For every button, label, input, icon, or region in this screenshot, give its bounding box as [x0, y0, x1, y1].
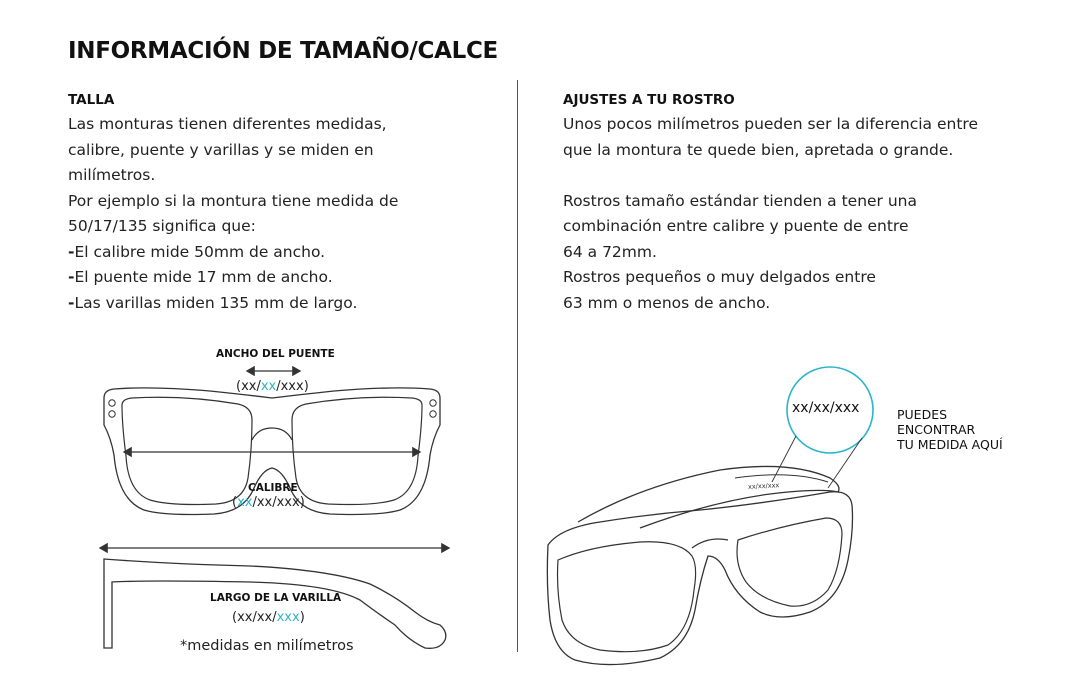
- code-highlight: xxx: [276, 610, 300, 625]
- talla-text: Las monturas tienen diferentes medidas, …: [68, 112, 398, 316]
- code-part: /xxx): [276, 379, 309, 394]
- ajustes-line: 63 mm o menos de ancho.: [563, 293, 771, 312]
- code-highlight: xx: [260, 379, 277, 394]
- find-size-here-label: PUEDES ENCONTRAR TU MEDIDA AQUÍ: [897, 407, 1003, 452]
- talla-line: Las monturas tienen diferentes medidas,: [68, 115, 387, 133]
- find-here-line: ENCONTRAR: [897, 422, 976, 437]
- calibre-code: (xx/xx/xxx): [232, 495, 305, 510]
- bullet-text: Las varillas miden 135 mm de largo.: [74, 293, 358, 312]
- bullet-dash: -: [68, 268, 75, 286]
- ajustes-line: Rostros tamaño estándar tienden a tener …: [563, 191, 917, 210]
- talla-bullet: -El puente mide 17 mm de ancho.: [68, 265, 398, 291]
- ajustes-line: 64 a 72mm.: [563, 242, 657, 261]
- bullet-text: El puente mide 17 mm de ancho.: [74, 268, 333, 286]
- bullet-dash: -: [68, 242, 75, 261]
- ajustes-heading: AJUSTES A TU ROSTRO: [563, 92, 735, 108]
- temple-label: LARGO DE LA VARILLA: [210, 592, 342, 604]
- code-part: ): [299, 610, 305, 625]
- code-part: (xx/xx/: [232, 610, 277, 625]
- find-here-line: TU MEDIDA AQUÍ: [897, 437, 1003, 452]
- bridge-code: (xx/xx/xxx): [236, 379, 309, 394]
- code-part: (: [232, 495, 238, 510]
- talla-heading: TALLA: [68, 92, 115, 108]
- bullet-dash: -: [68, 293, 75, 312]
- ajustes-line: combinación entre calibre y puente de en…: [563, 217, 909, 235]
- talla-line: 50/17/135 significa que:: [68, 217, 256, 235]
- talla-line: calibre, puente y varillas y se miden en: [68, 140, 374, 159]
- bullet-text: El calibre mide 50mm de ancho.: [74, 242, 326, 261]
- code-part: /xx/xxx): [252, 495, 305, 510]
- code-highlight: xx: [237, 495, 253, 510]
- talla-line: Por ejemplo si la montura tiene medida d…: [68, 191, 399, 210]
- code-part: (xx/: [236, 379, 261, 394]
- calibre-label: CALIBRE: [248, 482, 298, 494]
- talla-bullet: -Las varillas miden 135 mm de largo.: [68, 291, 398, 317]
- talla-line: milímetros.: [68, 166, 156, 184]
- ajustes-line: Unos pocos milímetros pueden ser la dife…: [563, 115, 978, 133]
- bridge-label: ANCHO DEL PUENTE: [216, 348, 335, 360]
- find-here-line: PUEDES: [897, 407, 948, 422]
- temple-code: (xx/xx/xxx): [232, 610, 305, 625]
- page-title: INFORMACIÓN DE TAMAÑO/CALCE: [68, 38, 498, 64]
- talla-bullet: -El calibre mide 50mm de ancho.: [68, 240, 398, 266]
- temple-size-print: xx/xx/xxx: [747, 481, 780, 491]
- ajustes-text: Unos pocos milímetros pueden ser la dife…: [563, 112, 978, 316]
- ajustes-line: Rostros pequeños o muy delgados entre: [563, 268, 876, 286]
- measurement-note: *medidas en milímetros: [180, 638, 354, 654]
- circle-size-code: xx/xx/xxx: [792, 400, 860, 416]
- ajustes-line: que la montura te quede bien, apretada o…: [563, 140, 954, 159]
- column-divider: [517, 80, 518, 652]
